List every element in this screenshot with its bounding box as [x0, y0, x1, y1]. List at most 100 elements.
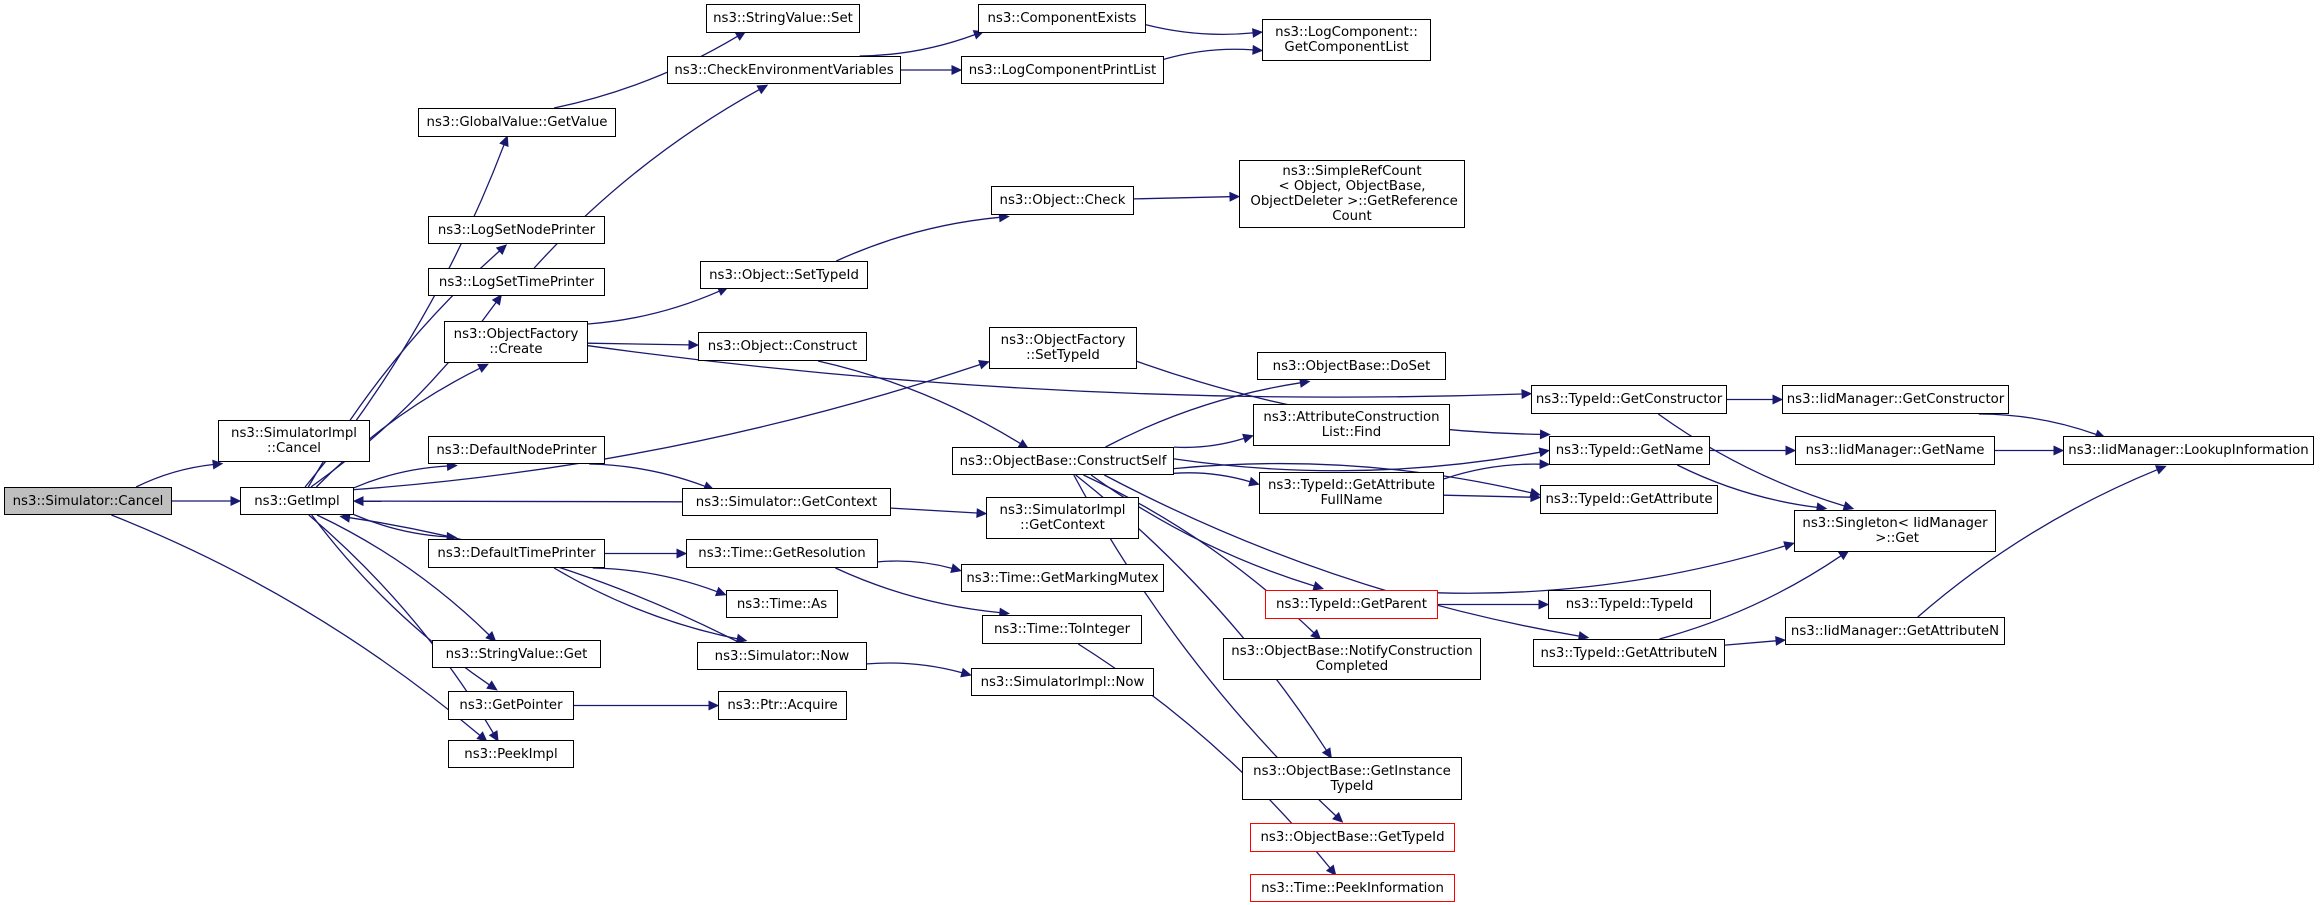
node-simimpl-cancel[interactable]: ns3::SimulatorImpl ::Cancel [218, 420, 370, 462]
node-stringvalue-get[interactable]: ns3::StringValue::Get [432, 640, 601, 668]
arrowhead-time-as [714, 586, 727, 597]
node-time-as[interactable]: ns3::Time::As [726, 590, 838, 618]
node-label: ns3::DefaultTimePrinter [437, 546, 596, 561]
node-label: ns3::SimpleRefCount < Object, ObjectBase… [1250, 164, 1458, 224]
node-objectbase-notify[interactable]: ns3::ObjectBase::NotifyConstruction Comp… [1223, 638, 1481, 680]
arrowhead-getimpl [352, 496, 364, 507]
edge-defaulttimeprinter-to-time-as [592, 567, 718, 593]
arrowhead-logsettimeprinter [491, 294, 502, 306]
node-objectbase-doset[interactable]: ns3::ObjectBase::DoSet [1257, 352, 1446, 380]
node-logcomponent-getlist[interactable]: ns3::LogComponent:: GetComponentList [1262, 19, 1431, 61]
node-ptr-acquire[interactable]: ns3::Ptr::Acquire [718, 691, 847, 720]
edge-getimpl-to-defaulttimeprinter [353, 514, 448, 538]
node-typeid-getname[interactable]: ns3::TypeId::GetName [1549, 436, 1710, 465]
arrowhead-time-peekinformation [1325, 864, 1337, 876]
arrowhead-typeid-getname [1539, 459, 1551, 470]
node-label: ns3::Simulator::Now [714, 648, 850, 664]
edge-defaulttimeprinter-to-simulator-now [553, 567, 738, 640]
node-component-exists[interactable]: ns3::ComponentExists [978, 4, 1146, 33]
node-logcomponent-printlist[interactable]: ns3::LogComponentPrintList [961, 56, 1164, 84]
node-object-settypeid[interactable]: ns3::Object::SetTypeId [700, 261, 868, 289]
node-iidmanager-getname[interactable]: ns3::IidManager::GetName [1795, 436, 1995, 465]
node-label: ns3::SimulatorImpl::Now [980, 674, 1145, 690]
node-label: ns3::Time::GetResolution [698, 546, 866, 561]
edge-component-exists-to-logcomponent-getlist [1145, 24, 1254, 36]
node-getimpl[interactable]: ns3::GetImpl [240, 487, 354, 515]
arrowhead-objectbase-notify [1310, 628, 1322, 640]
arrowhead-iidmanager-getname [1785, 445, 1797, 456]
node-simplerefcount[interactable]: ns3::SimpleRefCount < Object, ObjectBase… [1239, 160, 1465, 228]
node-label: ns3::IidManager::GetConstructor [1786, 392, 2005, 407]
arrowhead-attrconstruction-find [1242, 433, 1254, 444]
arrowhead-typeid-getname [1538, 447, 1551, 458]
node-label: ns3::IidManager::GetAttributeN [1790, 623, 2000, 639]
edge-getimpl-to-stringvalue-get [316, 514, 490, 636]
node-stringvalue-set[interactable]: ns3::StringValue::Set [706, 4, 860, 33]
node-objectfactory-settypeid[interactable]: ns3::ObjectFactory ::SetTypeId [989, 327, 1137, 369]
edge-objectfactory-create-to-object-construct [587, 342, 690, 346]
node-simulator-getcontext[interactable]: ns3::Simulator::GetContext [682, 488, 891, 516]
node-logsetnodeprinter[interactable]: ns3::LogSetNodePrinter [428, 216, 605, 244]
node-simimpl-now[interactable]: ns3::SimulatorImpl::Now [971, 668, 1154, 696]
node-check-env[interactable]: ns3::CheckEnvironmentVariables [667, 56, 901, 84]
node-label: ns3::Simulator::Cancel [12, 493, 164, 509]
node-objectbase-gettypeid[interactable]: ns3::ObjectBase::GetTypeId [1250, 823, 1455, 852]
node-label: ns3::ObjectBase::GetTypeId [1260, 830, 1445, 845]
node-label: ns3::ObjectFactory ::SetTypeId [1000, 333, 1126, 363]
node-typeid-typeid[interactable]: ns3::TypeId::TypeId [1548, 590, 1711, 619]
node-label: ns3::LogSetNodePrinter [437, 222, 596, 238]
node-defaultnodeprinter[interactable]: ns3::DefaultNodePrinter [428, 436, 605, 464]
node-label: ns3::PeekImpl [464, 746, 558, 762]
arrowhead-peekimpl [488, 730, 499, 742]
node-time-peekinformation[interactable]: ns3::Time::PeekInformation [1250, 874, 1455, 902]
node-label: ns3::AttributeConstruction List::Find [1263, 410, 1440, 440]
arrowhead-singleton-get [1783, 541, 1795, 551]
node-label: ns3::SimulatorImpl ::GetContext [999, 503, 1126, 533]
node-time-getresolution[interactable]: ns3::Time::GetResolution [686, 539, 878, 568]
node-label: ns3::IidManager::GetName [1805, 443, 1985, 458]
node-iidmanager-lookup[interactable]: ns3::IidManager::LookupInformation [2063, 436, 2314, 465]
node-getpointer[interactable]: ns3::GetPointer [448, 691, 574, 720]
node-cancel[interactable]: ns3::Simulator::Cancel [4, 487, 172, 515]
node-simimpl-getcontext[interactable]: ns3::SimulatorImpl ::GetContext [986, 497, 1139, 539]
edge-globalvalue-getvalue-to-stringvalue-set [553, 35, 738, 109]
node-singleton-get[interactable]: ns3::Singleton< IidManager >::Get [1794, 510, 1996, 552]
node-objectfactory-create[interactable]: ns3::ObjectFactory ::Create [444, 321, 588, 363]
node-label: ns3::TypeId::GetName [1555, 443, 1704, 458]
arrowhead-logcomponent-getlist [1252, 44, 1264, 55]
edge-typeid-getparent-to-singleton-get [1437, 545, 1786, 594]
edge-objectfactory-create-to-object-settypeid [587, 290, 720, 325]
node-iidmanager-getattributen[interactable]: ns3::IidManager::GetAttributeN [1785, 617, 2005, 645]
node-attrconstruction-find[interactable]: ns3::AttributeConstruction List::Find [1253, 404, 1450, 446]
node-label: ns3::Time::ToInteger [993, 622, 1131, 637]
node-object-check[interactable]: ns3::Object::Check [991, 186, 1134, 215]
node-label: ns3::StringValue::Set [713, 11, 853, 26]
edge-iidmanager-getconstructor-to-iidmanager-lookup [1978, 413, 2097, 436]
node-simulator-now[interactable]: ns3::Simulator::Now [697, 642, 867, 670]
node-iidmanager-getconstructor[interactable]: ns3::IidManager::GetConstructor [1782, 385, 2009, 414]
node-logsettimeprinter[interactable]: ns3::LogSetTimePrinter [428, 268, 605, 296]
edge-getimpl-to-objectfactory-create [315, 367, 481, 488]
node-typeid-getparent[interactable]: ns3::TypeId::GetParent [1265, 590, 1438, 619]
node-label: ns3::TypeId::GetParent [1276, 597, 1427, 612]
node-label: ns3::DefaultNodePrinter [436, 442, 597, 458]
node-typeid-getattribute[interactable]: ns3::TypeId::GetAttribute [1540, 485, 1718, 514]
node-object-construct[interactable]: ns3::Object::Construct [698, 332, 867, 361]
node-time-tointeger[interactable]: ns3::Time::ToInteger [982, 615, 1142, 644]
arrowhead-check-env [756, 84, 769, 95]
arrowhead-typeid-getattributefullname [1248, 476, 1260, 487]
node-typeid-getattributefullname[interactable]: ns3::TypeId::GetAttribute FullName [1259, 472, 1444, 514]
arrowhead-iidmanager-lookup [2053, 445, 2065, 456]
edge-logcomponent-printlist-to-logcomponent-getlist [1163, 48, 1254, 60]
node-objectbase-constructself[interactable]: ns3::ObjectBase::ConstructSelf [952, 447, 1174, 475]
node-typeid-getconstructor[interactable]: ns3::TypeId::GetConstructor [1531, 385, 1727, 414]
arrowhead-peekimpl [476, 731, 488, 742]
node-typeid-getattributen[interactable]: ns3::TypeId::GetAttributeN [1533, 639, 1725, 667]
node-objectbase-getinstancetypeid[interactable]: ns3::ObjectBase::GetInstance TypeId [1242, 757, 1462, 800]
node-time-getmarkingmutex[interactable]: ns3::Time::GetMarkingMutex [961, 564, 1164, 592]
node-defaulttimeprinter[interactable]: ns3::DefaultTimePrinter [428, 539, 605, 568]
node-peekimpl[interactable]: ns3::PeekImpl [448, 740, 574, 768]
node-globalvalue-getvalue[interactable]: ns3::GlobalValue::GetValue [418, 108, 616, 137]
edge-object-construct-to-objectbase-constructself [817, 360, 1021, 445]
arrowhead-typeid-getname [1539, 429, 1551, 440]
